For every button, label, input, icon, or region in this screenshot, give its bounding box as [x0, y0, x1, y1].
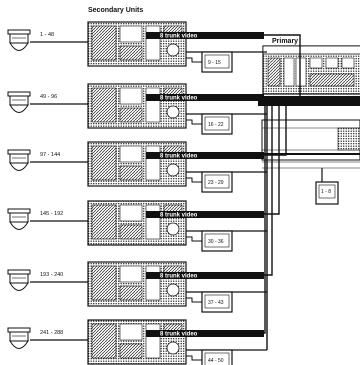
monitor-range-label: 9 - 15: [208, 60, 221, 66]
secondary-switcher-unit: [87, 141, 187, 187]
primary-switcher-unit: [262, 45, 360, 95]
monitor-icon: [201, 230, 233, 252]
trunk-video-bar: [146, 330, 264, 337]
primary-title: Primary: [272, 38, 298, 45]
camera-range-label: 145 - 192: [40, 211, 63, 217]
secondary-unit-row: 241 - 288 8 trunk video 44 - 50: [7, 96, 267, 365]
secondary-unit-row: 97 - 144 8 trunk video 23 - 29: [7, 96, 287, 193]
secondary-switcher-unit: [87, 83, 187, 129]
secondary-unit-row: 145 - 192 8 trunk video 30 - 36: [7, 96, 280, 252]
monitor-range-label: 30 - 36: [208, 239, 224, 245]
monitor-icon: [201, 349, 233, 365]
dome-camera-icon: [7, 269, 31, 291]
secondary-switcher-unit: [87, 319, 187, 365]
trunk-video-label: 8 trunk video: [160, 96, 198, 102]
monitor-icon: [201, 291, 233, 313]
dome-camera-icon: [7, 327, 31, 349]
monitor-icon: [201, 51, 233, 73]
secondary-switcher-unit: [87, 21, 187, 67]
trunk-video-bar: [146, 32, 264, 39]
monitor-icon: [201, 171, 233, 193]
primary-monitor: 1 - 8: [315, 168, 339, 205]
primary-bus-housing: [258, 96, 360, 169]
monitor-link-line: [186, 119, 202, 125]
dome-camera-icon: [7, 208, 31, 230]
camera-range-label: 193 - 240: [40, 272, 63, 278]
trunk-video-bar: [146, 152, 264, 159]
camera-range-label: 97 - 144: [40, 152, 60, 158]
dome-camera-icon: [7, 149, 31, 171]
trunk-video-label: 8 trunk video: [160, 34, 198, 40]
secondary-switcher-unit: [87, 200, 187, 246]
primary-monitor-label: 1 - 8: [321, 189, 331, 195]
monitor-link-line: [186, 355, 202, 361]
camera-range-label: 1 - 48: [40, 32, 54, 38]
trunk-route-line: [264, 96, 294, 98]
dome-camera-icon: [7, 91, 31, 113]
monitor-range-label: 23 - 29: [208, 180, 224, 186]
monitor-range-label: 37 - 43: [208, 300, 224, 306]
trunk-video-bar: [146, 211, 264, 218]
trunk-route-line: [264, 96, 280, 215]
secondary-switcher-unit: [87, 261, 187, 307]
camera-range-label: 241 - 288: [40, 330, 63, 336]
secondary-unit-row: 1 - 48 8 trunk video 9 - 15: [7, 21, 301, 96]
trunk-video-bar: [146, 272, 264, 279]
monitor-link-line: [186, 236, 202, 242]
monitor-link-line: [186, 297, 202, 303]
trunk-video-label: 8 trunk video: [160, 213, 198, 219]
secondary-unit-row: 193 - 240 8 trunk video 37 - 43: [7, 96, 273, 313]
secondary-units-group: 1 - 48 8 trunk video 9 - 15 49 - 96 8 trunk …: [7, 21, 301, 365]
camera-range-label: 49 - 96: [40, 94, 57, 100]
trunk-video-label: 8 trunk video: [160, 274, 198, 280]
trunk-video-label: 8 trunk video: [160, 332, 198, 338]
secondary-units-title: Secondary Units: [88, 7, 143, 14]
dome-camera-icon: [7, 29, 31, 51]
trunk-video-label: 8 trunk video: [160, 154, 198, 160]
trunk-route-line: [264, 96, 266, 334]
monitor-link-line: [186, 57, 202, 63]
trunk-route-line: [264, 34, 301, 96]
monitor-icon: [201, 113, 233, 135]
secondary-unit-row: 49 - 96 8 trunk video 16 - 22: [7, 83, 294, 135]
monitor-range-label: 16 - 22: [208, 122, 224, 128]
monitor-range-label: 44 - 50: [208, 358, 224, 364]
trunk-video-bar: [146, 94, 264, 101]
monitor-link-line: [186, 177, 202, 183]
